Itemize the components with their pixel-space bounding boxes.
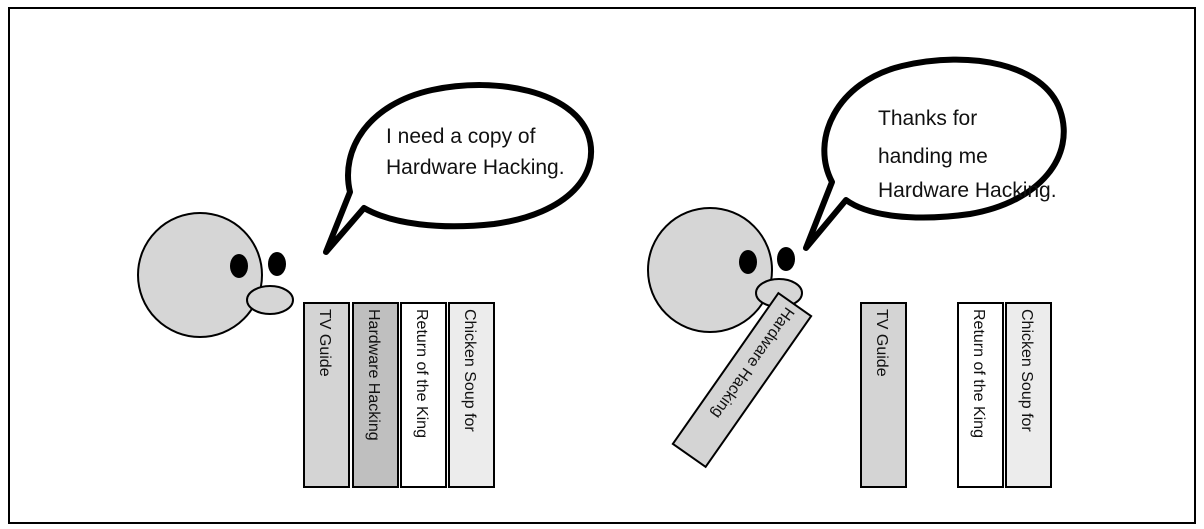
left-book-chicken-soup: Chicken Soup for — [449, 303, 494, 487]
left-book-return-of-the-king-title: Return of the King — [413, 309, 430, 438]
right-book-tv-guide: TV Guide — [861, 303, 906, 487]
left-person-head — [138, 213, 293, 337]
left-book-chicken-soup-title: Chicken Soup for — [461, 309, 478, 432]
left-speech-line-1: I need a copy of — [386, 125, 536, 148]
right-book-chicken-soup: Chicken Soup for — [1006, 303, 1051, 487]
left-book-hardware-hacking: Hardware Hacking — [353, 303, 398, 487]
left-speech-bubble: I need a copy of Hardware Hacking. — [326, 85, 591, 252]
left-speech-line-2: Hardware Hacking. — [386, 156, 565, 179]
right-book-return-of-the-king-title: Return of the King — [970, 309, 987, 438]
right-eye-2 — [777, 247, 795, 271]
right-speech-line-3: Hardware Hacking. — [878, 179, 1057, 202]
left-book-hardware-hacking-title: Hardware Hacking — [365, 309, 382, 441]
right-book-tv-guide-title: TV Guide — [873, 309, 890, 377]
left-eye-2 — [268, 252, 286, 276]
left-book-return-of-the-king: Return of the King — [401, 303, 446, 487]
left-scene: I need a copy of Hardware Hacking. TV Gu… — [138, 85, 591, 487]
left-eye-1 — [230, 254, 248, 278]
right-speech-line-2: handing me — [878, 145, 988, 168]
right-eye-1 — [739, 250, 757, 274]
left-book-tv-guide: TV Guide — [304, 303, 349, 487]
left-bookshelf: TV Guide Hardware Hacking Return of the … — [304, 303, 494, 487]
right-book-return-of-the-king: Return of the King — [958, 303, 1003, 487]
right-scene: Thanks for handing me Hardware Hacking. … — [648, 60, 1064, 487]
right-bookshelf: TV Guide Return of the King Chicken Soup… — [861, 303, 1051, 487]
right-book-chicken-soup-title: Chicken Soup for — [1018, 309, 1035, 432]
right-speech-line-1: Thanks for — [878, 107, 977, 130]
left-nose — [247, 286, 293, 314]
right-speech-bubble: Thanks for handing me Hardware Hacking. — [806, 60, 1064, 248]
left-book-tv-guide-title: TV Guide — [316, 309, 333, 377]
